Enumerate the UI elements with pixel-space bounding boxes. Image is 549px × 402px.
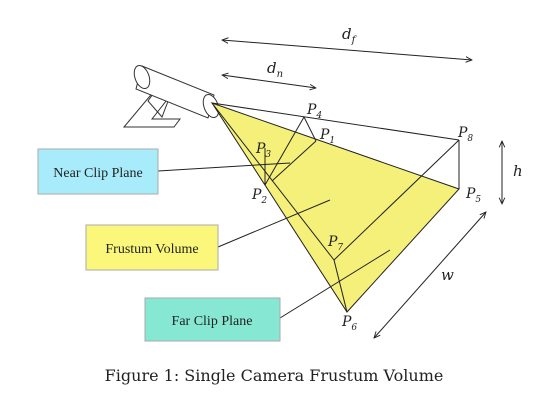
frustum-inner-edge <box>211 102 335 261</box>
h-label: h <box>513 162 523 180</box>
point-p6-label: P6 <box>341 314 357 333</box>
frustum-volume-label: Frustum Volume <box>105 242 198 257</box>
frustum-top-edge <box>211 102 460 141</box>
d-far-arrow <box>222 40 472 60</box>
far-label-leader <box>279 249 391 319</box>
w-label: w <box>441 266 454 284</box>
d-near-arrow <box>222 75 316 88</box>
point-p1-label: P1 <box>319 127 335 146</box>
figure-caption: Figure 1: Single Camera Frustum Volume <box>105 366 444 385</box>
camera-icon <box>122 64 220 128</box>
volume-label-leader <box>217 199 331 248</box>
point-p3-label: P3 <box>255 141 271 160</box>
far-clip-plane-shape <box>333 139 460 313</box>
point-p7-label: P7 <box>327 234 343 253</box>
near-clip-plane-label: Near Clip Plane <box>53 166 142 181</box>
point-p4-label: P4 <box>306 102 322 121</box>
w-arrow <box>374 212 486 338</box>
frustum-volume-box <box>85 224 219 271</box>
near-clip-plane-shape <box>264 116 317 186</box>
near-label-leader <box>157 162 291 172</box>
d-far-label: df <box>342 25 358 46</box>
point-p5-label: P5 <box>465 186 481 205</box>
d-near-label: dn <box>267 59 283 80</box>
far-clip-plane-label: Far Clip Plane <box>172 314 253 329</box>
point-p8-label: P8 <box>457 125 473 144</box>
point-p2-label: P2 <box>251 187 267 206</box>
far-clip-plane-box <box>144 297 281 342</box>
near-clip-plane-box <box>37 148 159 195</box>
